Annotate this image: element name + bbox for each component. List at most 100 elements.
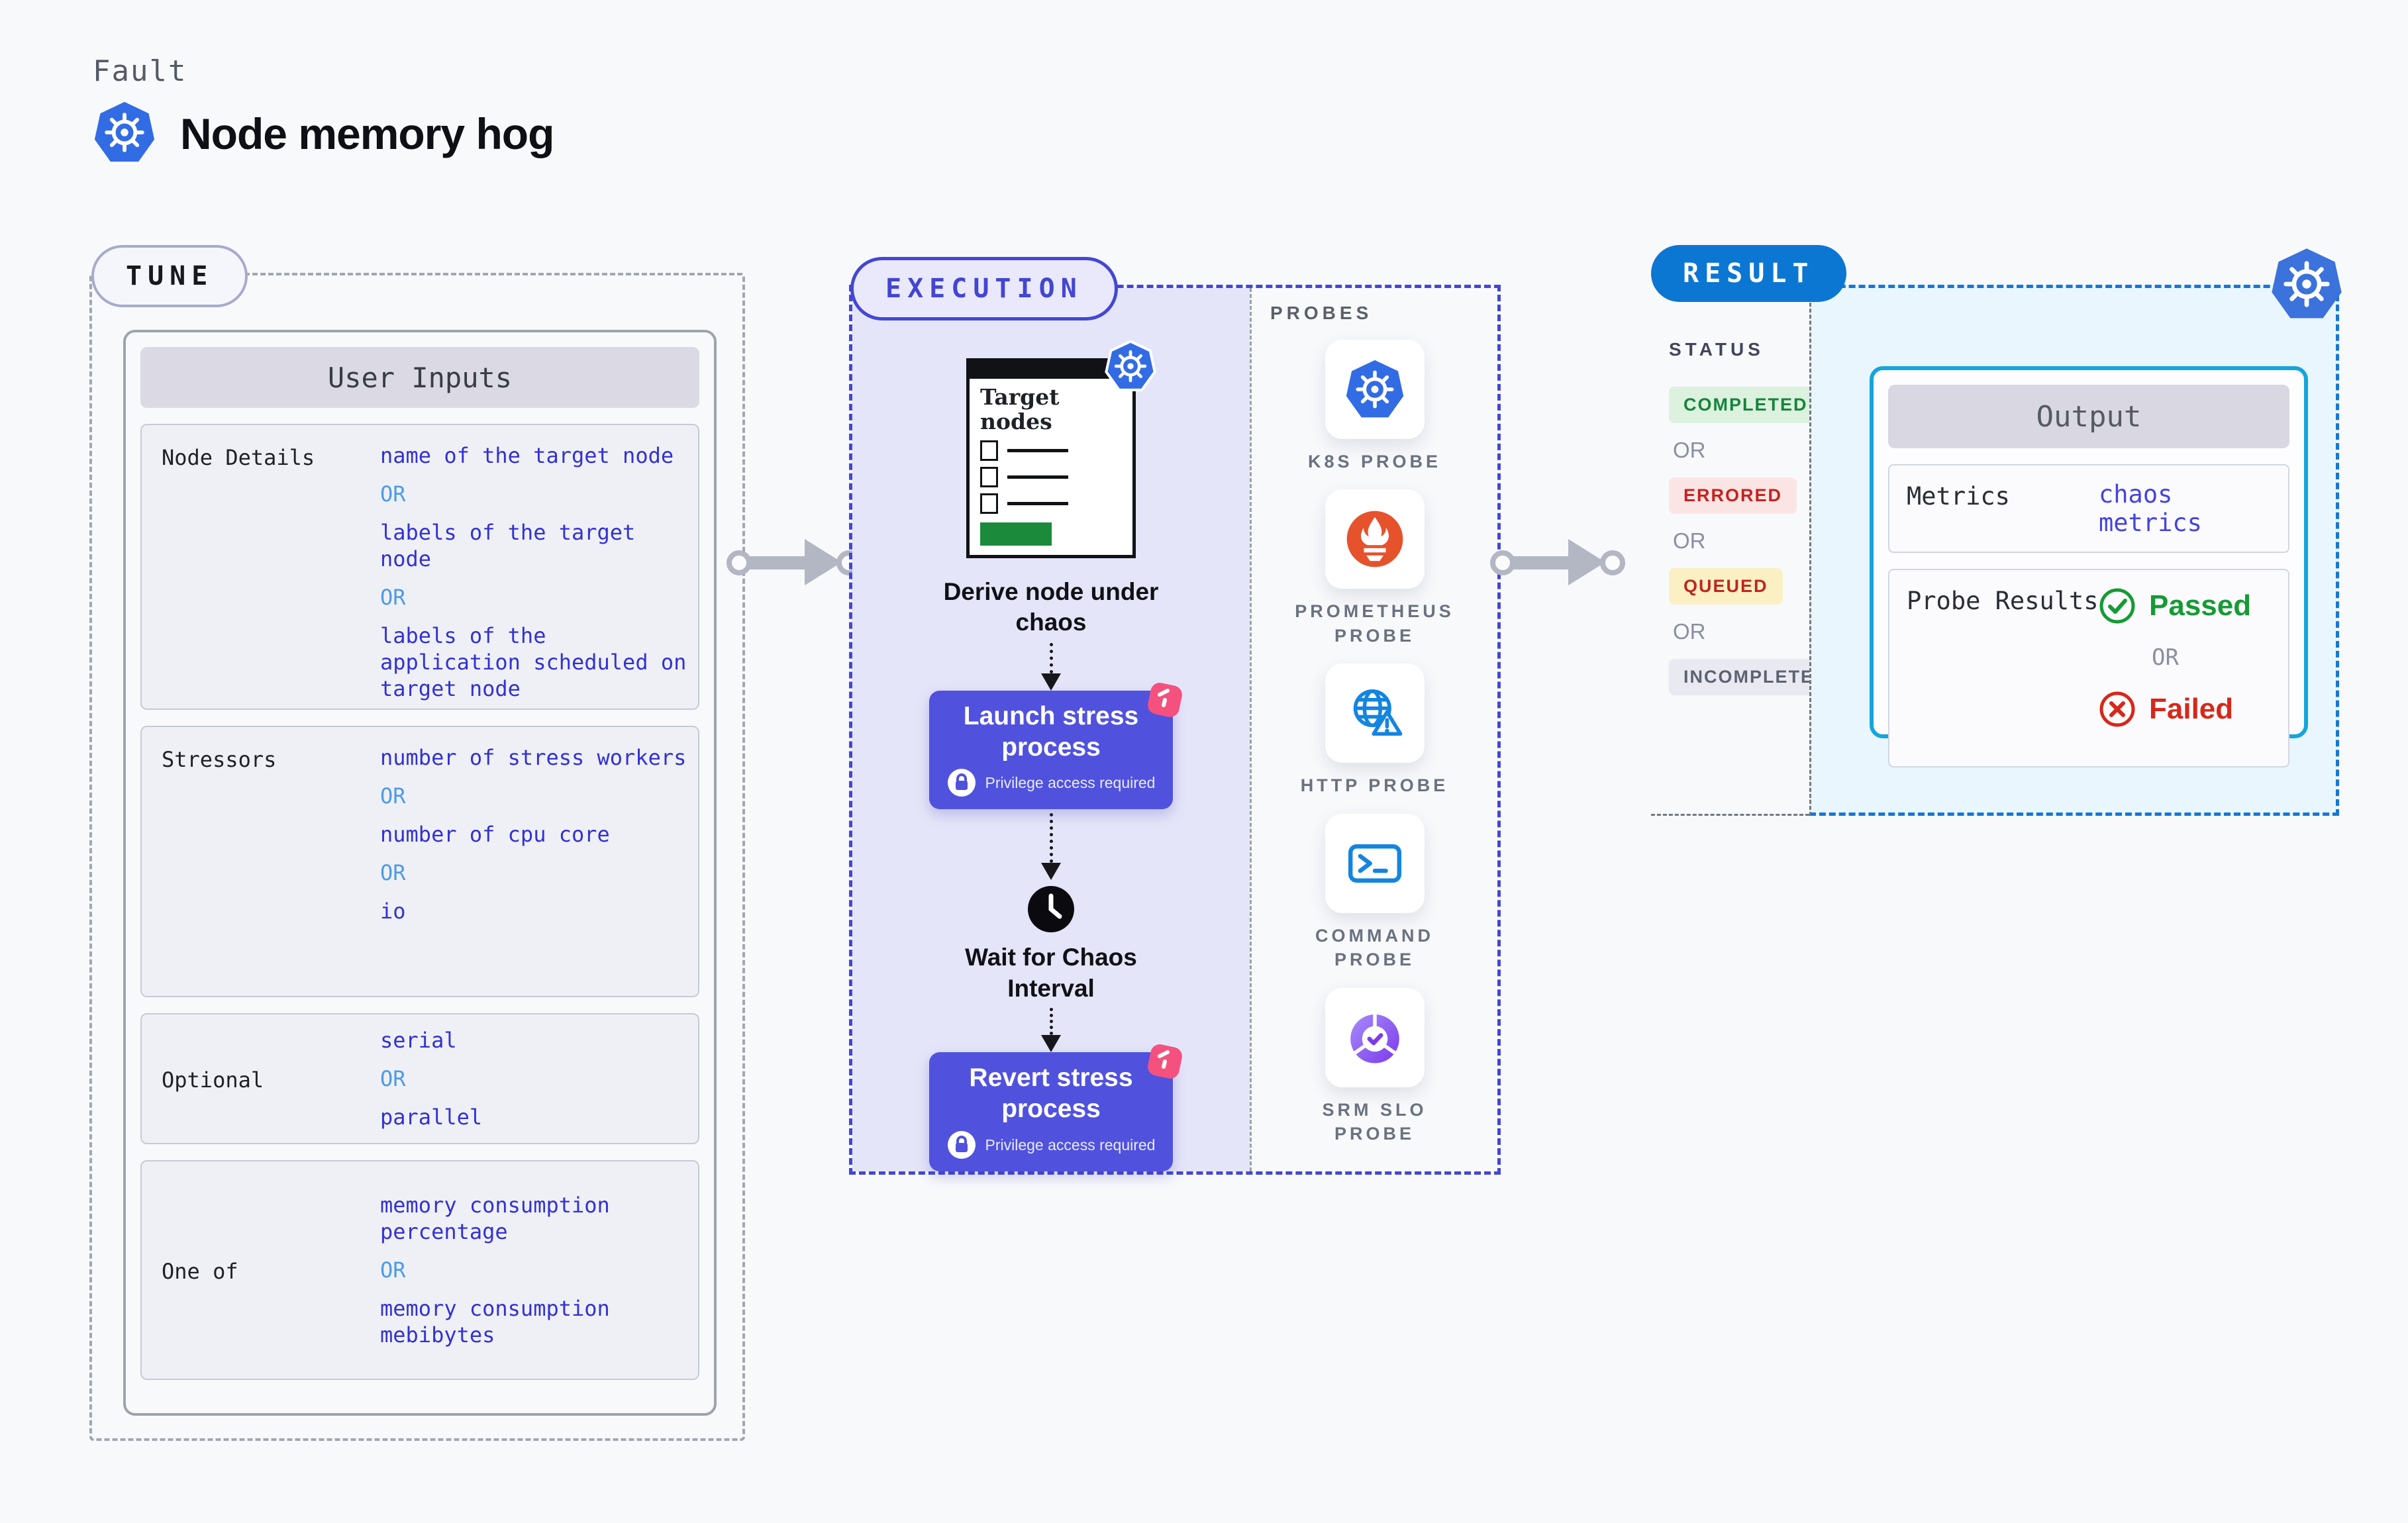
arrow-down-icon [1041, 863, 1061, 881]
x-circle-icon [2099, 691, 2135, 727]
http-probe-icon[interactable] [1325, 663, 1425, 763]
or-separator: OR [380, 783, 406, 809]
metrics-label: Metrics [1907, 482, 2010, 511]
checkbox-icon [980, 493, 998, 514]
kubernetes-icon [93, 101, 156, 167]
input-option: memory consumption mebibytes [380, 1296, 610, 1348]
probe-item-prometheus: PROMETHEUS PROBE [1289, 489, 1461, 648]
line-placeholder [1007, 501, 1068, 505]
or-separator: OR [380, 1066, 406, 1091]
arrow-right-icon [1568, 539, 1605, 585]
result-badge: RESULT [1651, 245, 1846, 302]
probe-label: COMMAND PROBE [1315, 925, 1434, 970]
execution-badge: EXECUTION [850, 257, 1118, 320]
privilege-note: Privilege access required [929, 768, 1173, 797]
input-option: name of the target node [380, 443, 674, 468]
passed-label: Passed [2149, 589, 2252, 622]
checkbox-icon [980, 466, 998, 487]
probes-panel: PROBES K8S PROBE [1250, 288, 1497, 1171]
clock-icon [1027, 885, 1075, 936]
connector-ring-icon [727, 550, 752, 575]
title-row: Node memory hog [93, 101, 554, 167]
target-nodes-title: Target nodes [980, 384, 1060, 434]
input-option: parallel [380, 1105, 483, 1130]
connector-arrow [1490, 538, 1625, 587]
or-separator: OR [380, 860, 406, 885]
probe-list: K8S PROBE PROMETHEUS PROBE [1289, 340, 1461, 1146]
line-placeholder [1007, 475, 1068, 479]
row-label: Node Details [162, 445, 315, 470]
row-values: memory consumption percentage OR memory … [380, 1192, 689, 1348]
or-separator: OR [1673, 528, 1706, 553]
connector-ring-icon [1490, 550, 1515, 575]
command-probe-icon[interactable] [1325, 813, 1425, 913]
or-separator: OR [1673, 438, 1706, 462]
prometheus-probe-icon[interactable] [1325, 489, 1425, 589]
status-column: STATUS COMPLETED OR ERRORED OR QUEUED OR… [1669, 339, 1843, 695]
input-option: number of cpu core [380, 822, 610, 847]
probes-title: PROBES [1270, 303, 1373, 323]
failed-indicator: Failed [2099, 691, 2271, 728]
or-separator: OR [380, 585, 406, 610]
flow-connector [1049, 813, 1053, 863]
row-label: One of [162, 1259, 238, 1284]
check-circle-icon [2099, 588, 2135, 624]
launch-stress-button[interactable]: Launch stress process Privilege access r… [929, 682, 1182, 810]
probe-results-label: Probe Results [1907, 587, 2099, 615]
status-badge-queued: QUEUED [1669, 568, 1783, 605]
input-option: number of stress workers [380, 745, 687, 770]
flow-connector [1049, 1007, 1053, 1036]
connector-shaft [1513, 556, 1584, 569]
execution-flow-column: Target nodes Derive no [852, 288, 1250, 1171]
arrow-right-icon [805, 539, 842, 585]
probe-results-values: Passed OR Failed [2099, 585, 2271, 752]
probe-label: SRM SLO PROBE [1322, 1099, 1427, 1144]
output-box: Output Metrics chaos metrics Probe Resul… [1870, 366, 2308, 767]
page-title: Node memory hog [180, 109, 554, 158]
probe-item-srm-slo: SRM SLO PROBE [1289, 987, 1461, 1146]
or-separator: OR [380, 481, 406, 507]
input-option: labels of the target node [380, 520, 636, 571]
checkbox-icon [980, 440, 998, 461]
probe-item-http: HTTP PROBE [1289, 663, 1461, 797]
privilege-note-text: Privilege access required [985, 1136, 1156, 1154]
passed-indicator: Passed [2099, 587, 2271, 624]
table-row-one-of: One of memory consumption percentage OR … [140, 1160, 699, 1380]
card-body: Target nodes [970, 379, 1132, 555]
or-separator: OR [1673, 619, 1706, 644]
or-separator: OR [2152, 644, 2179, 671]
lock-icon [947, 1131, 976, 1159]
status-badge-errored: ERRORED [1669, 477, 1797, 514]
or-separator: OR [380, 1257, 406, 1283]
k8s-probe-icon[interactable] [1325, 340, 1425, 439]
result-output-panel: Output Metrics chaos metrics Probe Resul… [1809, 248, 2342, 816]
metrics-row: Metrics chaos metrics [1888, 464, 2289, 553]
selection-bar [980, 522, 1052, 546]
srm-slo-probe-icon[interactable] [1325, 987, 1425, 1087]
status-title: STATUS [1669, 339, 1764, 360]
chaos-spark-icon [1138, 1039, 1187, 1091]
result-panel-divider [1651, 814, 1809, 816]
probe-results-row: Probe Results Passed OR [1888, 569, 2289, 767]
button-label: Launch stress process [963, 701, 1139, 762]
table-row-stressors: Stressors number of stress workers OR nu… [140, 726, 699, 997]
kubernetes-icon [2270, 247, 2344, 324]
user-inputs-table: User Inputs Node Details name of the tar… [123, 330, 717, 1416]
kubernetes-icon [1105, 340, 1156, 395]
row-label: Optional [162, 1067, 264, 1093]
privilege-note-text: Privilege access required [985, 773, 1156, 791]
row-values: serial OR parallel [380, 1027, 689, 1130]
connector-ring-icon [1600, 550, 1625, 575]
arrow-down-icon [1041, 673, 1061, 691]
input-option: serial [380, 1028, 457, 1053]
node-list-item [980, 440, 1122, 461]
fault-kicker: Fault [93, 54, 187, 88]
probe-label: PROMETHEUS PROBE [1295, 601, 1454, 646]
node-list-item [980, 493, 1122, 514]
user-inputs-header: User Inputs [140, 347, 699, 408]
revert-stress-button[interactable]: Revert stress process Privilege access r… [929, 1044, 1182, 1171]
output-header: Output [1888, 385, 2289, 448]
status-badge-completed: COMPLETED [1669, 387, 1823, 423]
connector-arrow [727, 538, 862, 587]
